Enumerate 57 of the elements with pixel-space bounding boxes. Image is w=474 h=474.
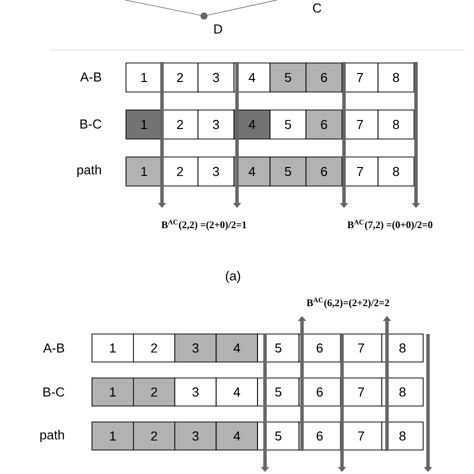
- formula-label: B$^{AC}$(2,2) =(2+0)/2=1: [161, 220, 246, 230]
- text-label: path: [77, 164, 101, 178]
- text-label: B-C: [80, 119, 102, 129]
- number-cell: 6: [298, 334, 341, 362]
- number-cell: 4: [216, 334, 258, 362]
- number-cell: 8: [378, 156, 414, 186]
- formula-label: B$^{AC}$(7,2) =(0+0)/2=0: [347, 220, 432, 230]
- number-cell: 8: [381, 334, 424, 362]
- number-cell: 5: [270, 110, 306, 140]
- number-cell: 1: [126, 62, 162, 92]
- number-cell: 7: [342, 110, 378, 140]
- number-cell: 3: [174, 334, 217, 362]
- number-cell: 1: [126, 110, 162, 140]
- number-cell: 5: [270, 62, 306, 92]
- number-cell: 6: [306, 110, 342, 140]
- number-cell: 3: [198, 110, 234, 140]
- text-label: A-B: [43, 344, 64, 352]
- text-label: A-B: [80, 72, 102, 82]
- number-cell: 2: [162, 62, 198, 92]
- number-cell: 7: [342, 62, 378, 92]
- number-cell: 3: [174, 378, 217, 406]
- number-cell: 4: [216, 378, 258, 406]
- number-cell: 4: [234, 62, 270, 92]
- number-cell: 1: [92, 378, 134, 406]
- number-cell: 3: [174, 422, 217, 450]
- text-label: B-C: [43, 387, 64, 397]
- number-cell: 7: [340, 422, 382, 450]
- number-cell: 4: [234, 110, 270, 140]
- number-cell: 2: [133, 378, 176, 406]
- number-cell: 8: [381, 422, 424, 450]
- number-cell: 6: [298, 422, 341, 450]
- number-cell: 8: [381, 378, 424, 406]
- text-label: (a): [226, 270, 240, 284]
- number-cell: 5: [270, 156, 306, 186]
- number-cell: 2: [162, 156, 198, 186]
- number-cell: 7: [340, 334, 382, 362]
- number-cell: 2: [133, 422, 176, 450]
- number-cell: 8: [378, 62, 414, 92]
- number-cell: 1: [126, 156, 162, 186]
- number-cell: 8: [378, 110, 414, 140]
- number-cell: 1: [92, 422, 134, 450]
- number-cell: 6: [306, 62, 342, 92]
- number-cell: 3: [198, 156, 234, 186]
- text-label: D: [214, 24, 222, 34]
- number-cell: 6: [298, 378, 341, 406]
- number-cell: 4: [234, 156, 270, 186]
- number-cell: 1: [92, 334, 134, 362]
- number-cell: 4: [216, 422, 258, 450]
- number-cell: 2: [162, 110, 198, 140]
- number-cell: 7: [340, 378, 382, 406]
- text-label: C: [312, 3, 322, 13]
- number-cell: 3: [198, 62, 234, 92]
- number-cell: 7: [342, 156, 378, 186]
- text-label: path: [40, 430, 64, 442]
- formula-label: B$^{AC}$(6,2)=(2+2)/2=2: [306, 298, 390, 308]
- number-cell: 6: [306, 156, 342, 186]
- number-cell: 2: [133, 334, 176, 362]
